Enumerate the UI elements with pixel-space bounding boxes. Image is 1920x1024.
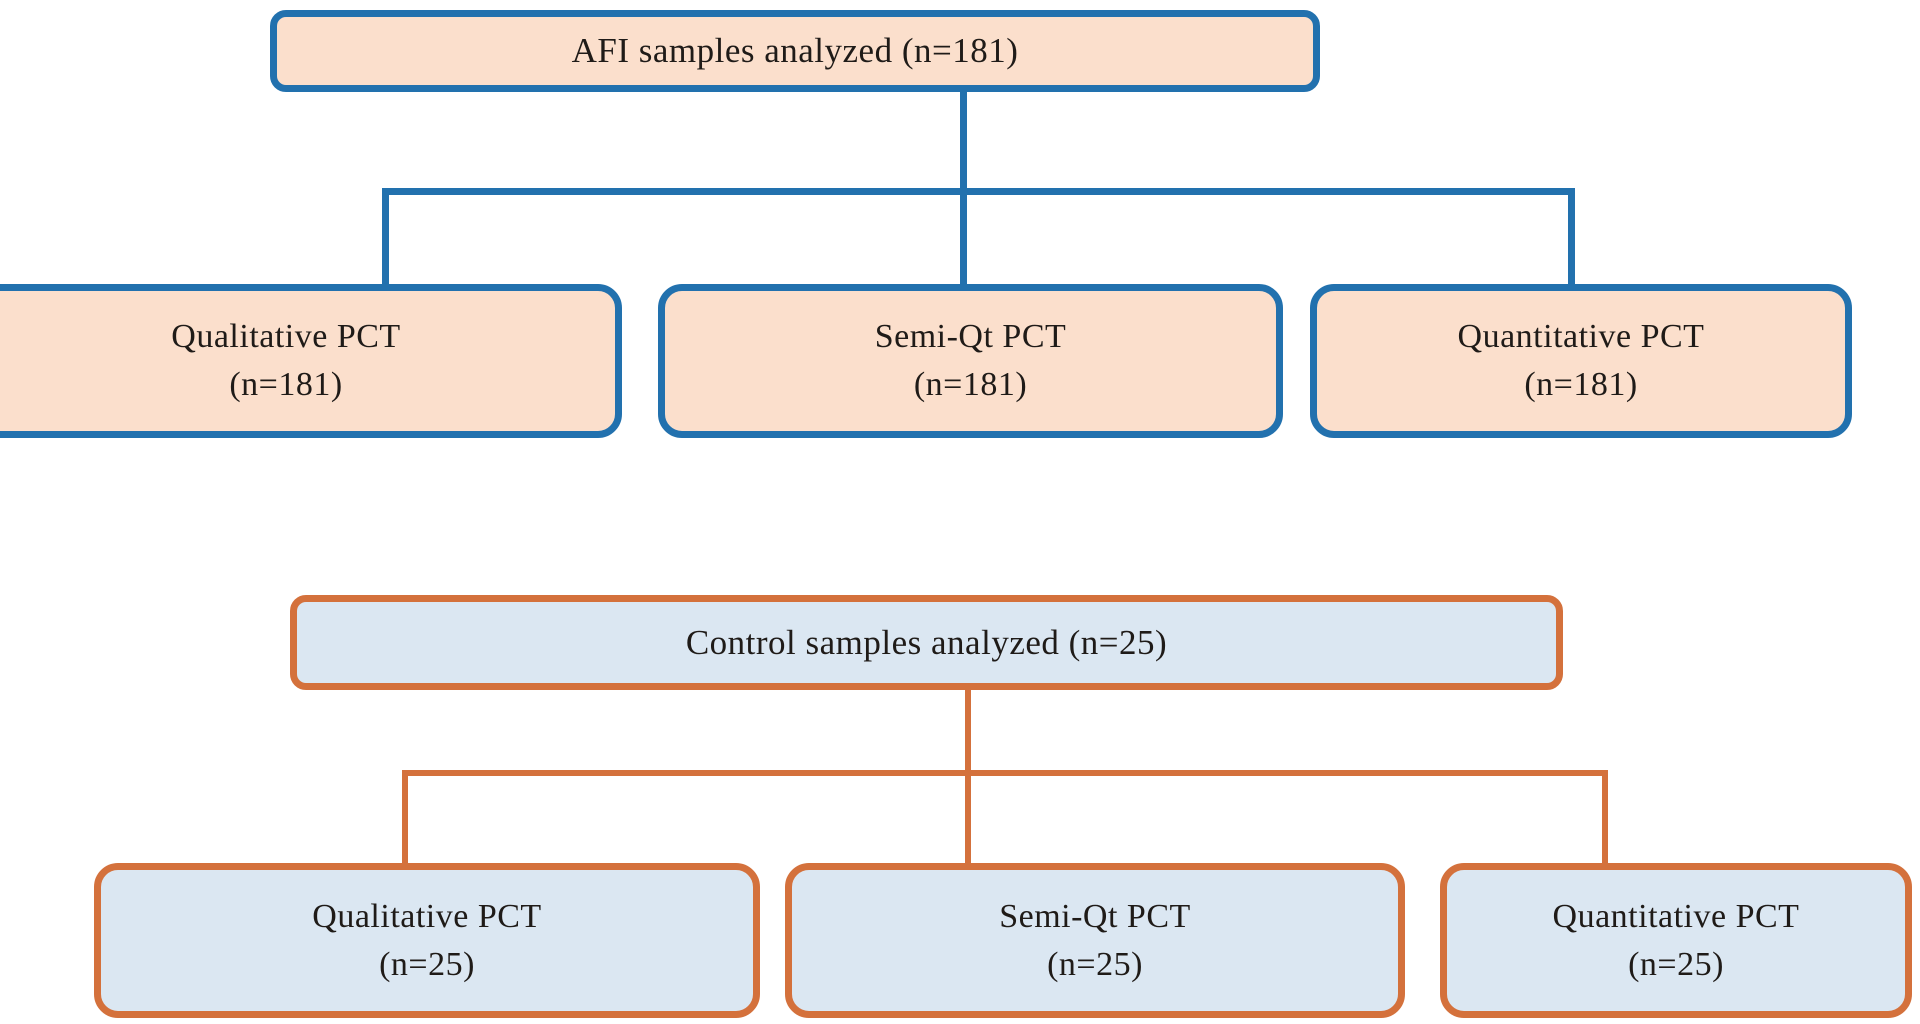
control-semi-qt-pct-label: Semi-Qt PCT: [999, 897, 1191, 935]
afi-quantitative-pct-label: Quantitative PCT: [1457, 318, 1705, 356]
top-connector-drop-middle: [960, 188, 967, 286]
top-connector-drop-left: [382, 188, 389, 286]
afi-quantitative-pct-box: Quantitative PCT (n=181): [1310, 284, 1852, 438]
afi-semi-qt-pct-label: Semi-Qt PCT: [874, 318, 1067, 356]
control-samples-label: Control samples analyzed (n=25): [685, 622, 1168, 662]
control-quantitative-pct-box: Quantitative PCT (n=25): [1440, 863, 1912, 1018]
afi-qualitative-pct-label: Qualitative PCT: [171, 318, 401, 356]
bottom-connector-drop-middle: [965, 770, 971, 864]
control-qualitative-pct-box: Qualitative PCT (n=25): [94, 863, 760, 1018]
afi-samples-box: AFI samples analyzed (n=181): [270, 10, 1320, 92]
top-connector-bar: [382, 188, 1575, 195]
control-quantitative-pct-count: (n=25): [1628, 945, 1724, 983]
bottom-connector-bar: [402, 770, 1608, 776]
afi-samples-label: AFI samples analyzed (n=181): [571, 31, 1019, 70]
bottom-connector-drop-right: [1602, 770, 1608, 864]
afi-quantitative-pct-count: (n=181): [1524, 366, 1638, 403]
top-connector-drop-right: [1568, 188, 1575, 286]
bottom-connector-stem: [965, 690, 971, 770]
control-quantitative-pct-label: Quantitative PCT: [1552, 897, 1800, 935]
afi-qualitative-pct-box: Qualitative PCT (n=181): [0, 284, 622, 438]
control-samples-box: Control samples analyzed (n=25): [290, 595, 1563, 690]
control-semi-qt-pct-count: (n=25): [1047, 945, 1143, 983]
control-qualitative-pct-label: Qualitative PCT: [312, 897, 542, 935]
control-qualitative-pct-count: (n=25): [379, 945, 475, 983]
bottom-connector-drop-left: [402, 770, 408, 864]
afi-semi-qt-pct-box: Semi-Qt PCT (n=181): [658, 284, 1283, 438]
afi-semi-qt-pct-count: (n=181): [913, 366, 1028, 403]
afi-qualitative-pct-count: (n=181): [229, 366, 343, 403]
top-connector-stem: [960, 92, 967, 188]
control-semi-qt-pct-box: Semi-Qt PCT (n=25): [785, 863, 1405, 1018]
